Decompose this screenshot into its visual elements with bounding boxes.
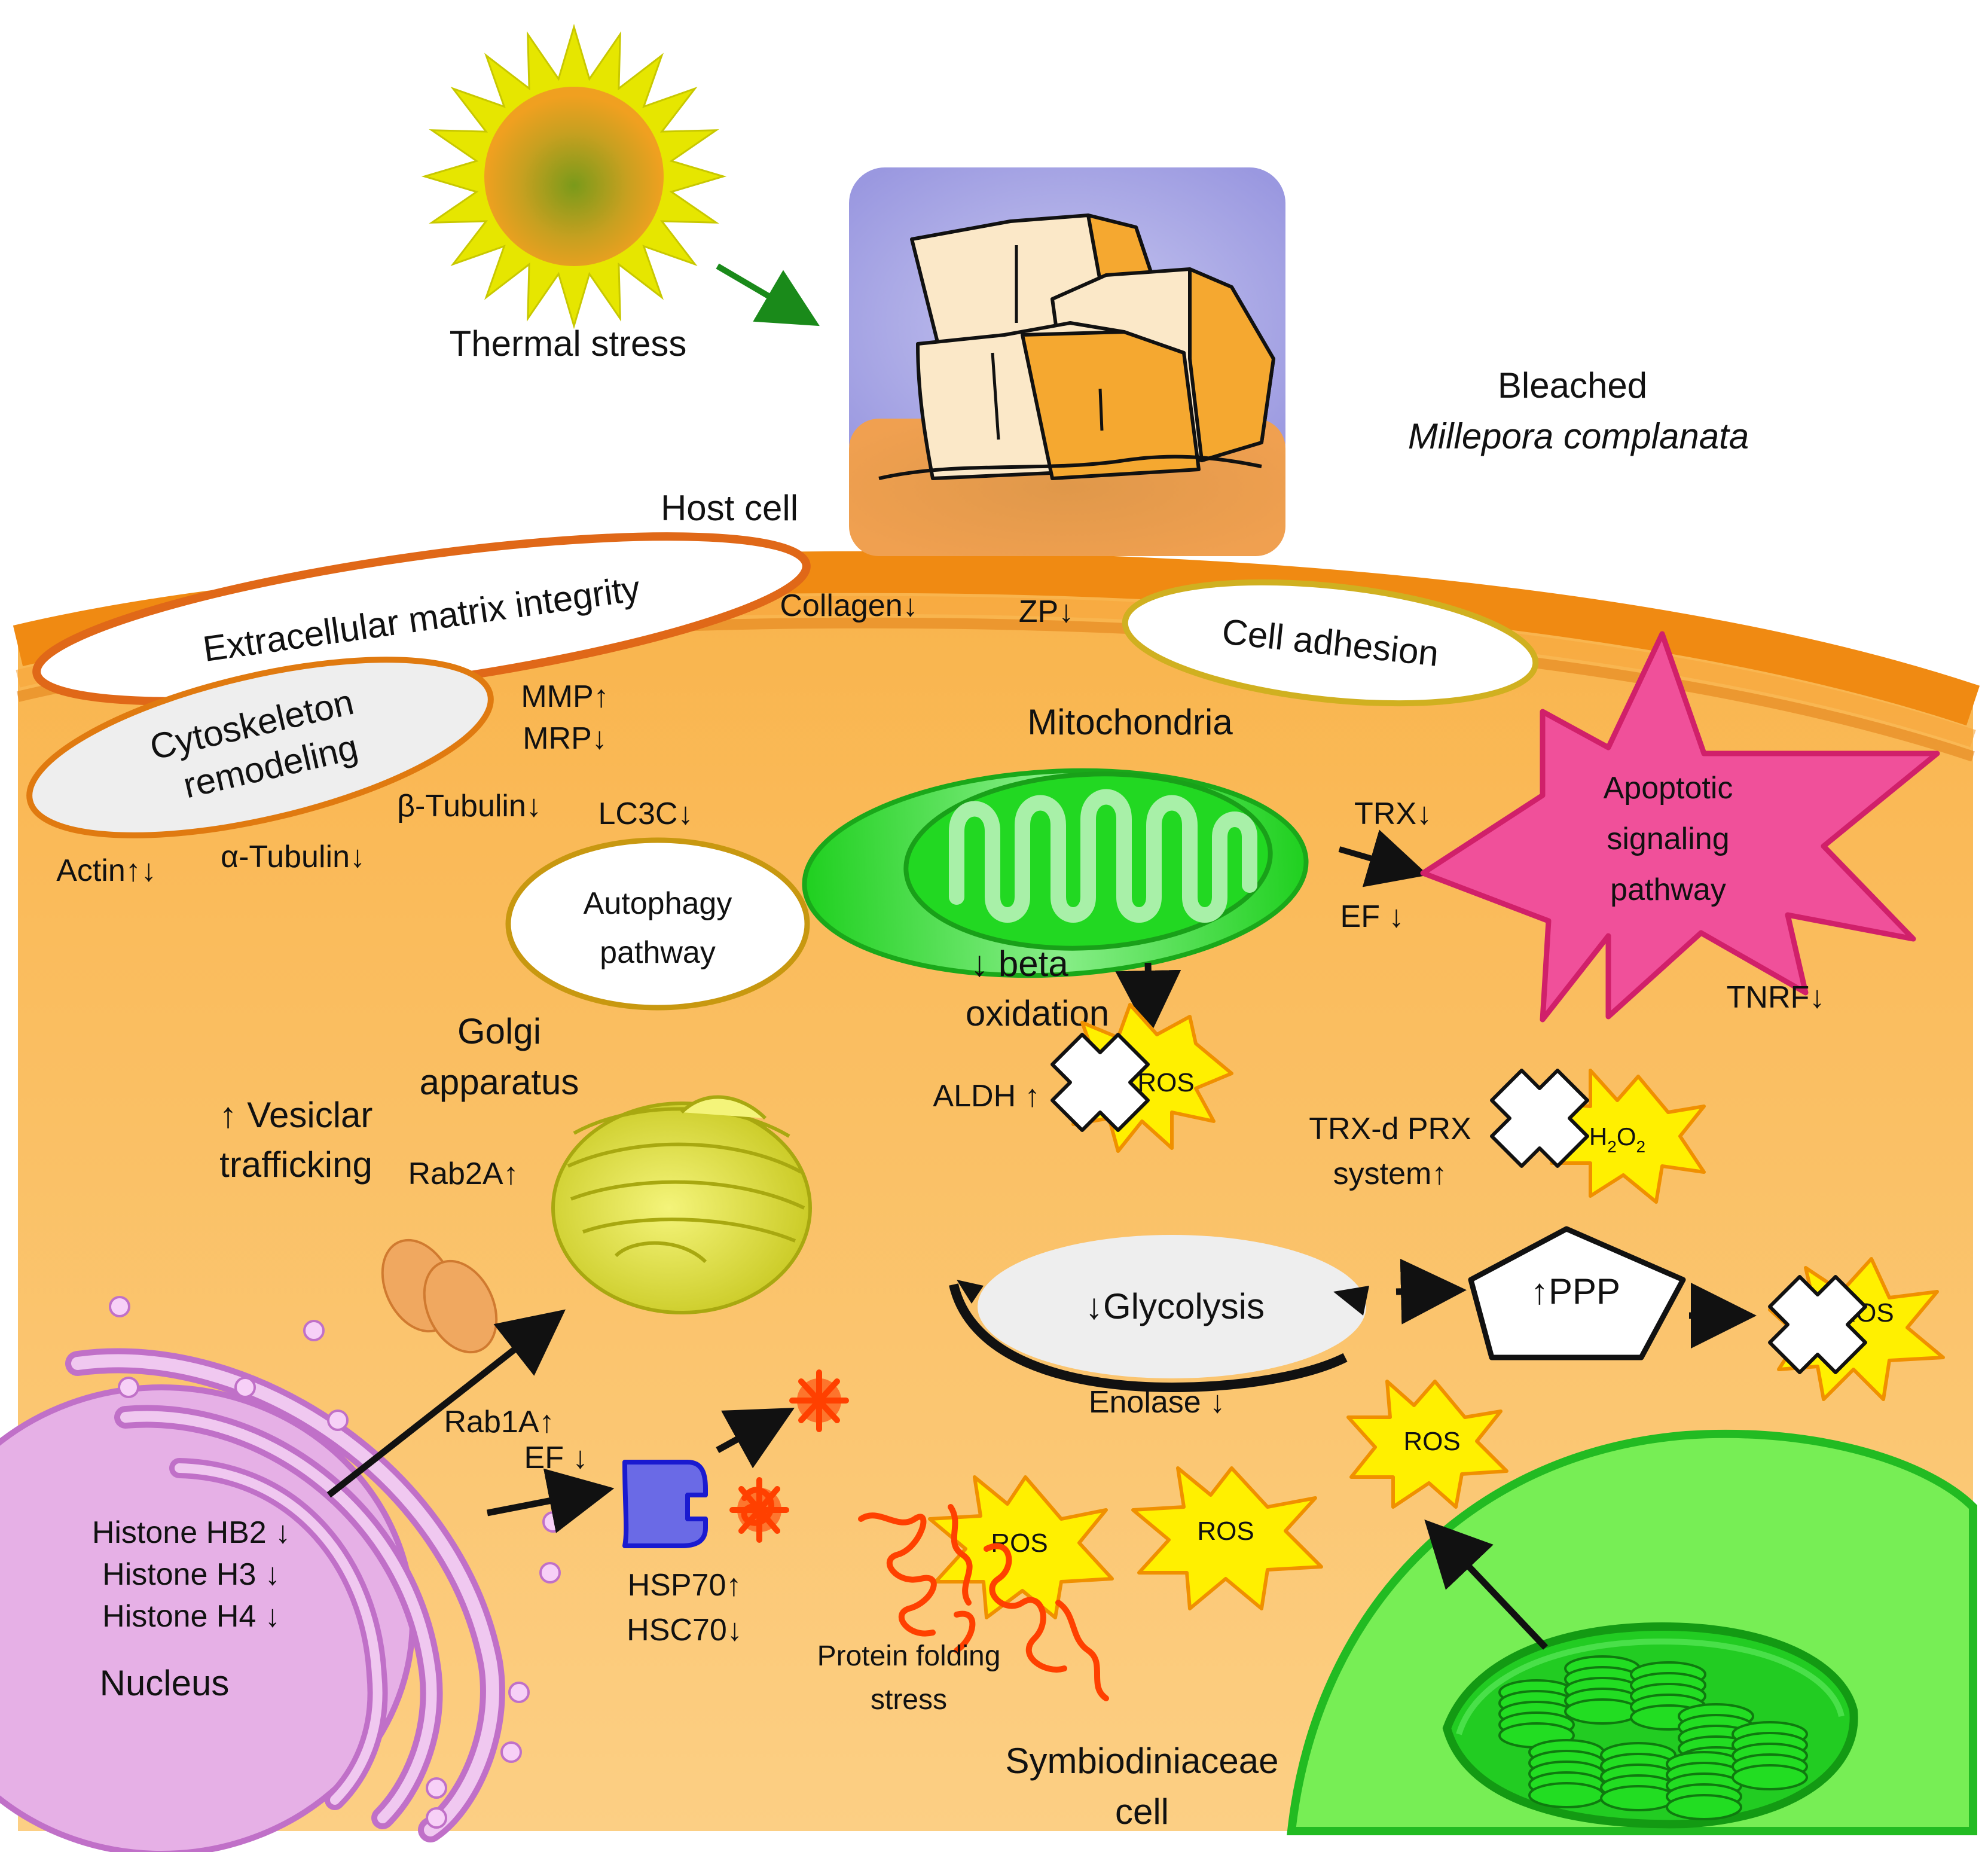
actin-label: Actin↑↓ [56,853,157,888]
nucleus-label: Nucleus [100,1663,230,1703]
ros-label-upper: ROS [1403,1427,1460,1456]
autophagy-oval: Autophagy pathway [505,837,810,1011]
vesicles [381,1238,498,1354]
collagen-label: Collagen↓ [780,588,918,623]
ros-label-lower: ROS [991,1528,1048,1558]
cross-icon [1490,1069,1589,1168]
beta-tubulin-label: β-Tubulin↓ [397,789,542,823]
thermal-stress-label: Thermal stress [450,324,687,364]
h2o2-label: H2O2 [1589,1122,1645,1156]
ros-burst-lower: ROS [928,1475,1114,1619]
apoptotic-label-3: pathway [1610,872,1726,907]
mmp-label: MMP↑ [521,679,609,714]
tnrf-label: TNRF↓ [1727,980,1825,1015]
er-to-hsp70-arrow [486,1468,615,1533]
glycolysis-cycle: ↓Glycolysis [949,1235,1369,1393]
h2o2-burst: H2O2 [1547,1069,1706,1204]
ef-er-label: EF ↓ [524,1441,588,1475]
ef-mito-label: EF ↓ [1340,899,1404,934]
protein-folding-label-2: stress [871,1684,947,1716]
trx-to-apoptosis-arrow [1338,829,1428,887]
misfolded-protein [789,1369,849,1432]
lc3c-label: LC3C↓ [598,797,694,831]
autophagy-label-1: Autophagy [584,886,732,921]
cytoskeleton-oval: Cytoskeleton remodeling [26,657,494,838]
aldh-label: ALDH ↑ [933,1079,1040,1113]
unfolded-proteins [858,1504,1109,1701]
thermal-stress-arrow [716,263,820,327]
zp-label: ZP↓ [1019,594,1074,629]
cell-adhesion-oval: Cell adhesion [1122,579,1539,707]
ros-burst-upper: ROS [1346,1380,1508,1509]
ros-label-middle: ROS [1197,1517,1254,1546]
hsp70-chaperone [622,1460,708,1548]
mitochondrion [802,768,1309,978]
hsp70-label: HSP70↑ [628,1568,742,1603]
ros-burst-middle: ROS [1131,1466,1323,1610]
misfolded-protein [729,1477,789,1543]
thylakoid-stacks [1498,1655,1808,1820]
rab2a-label: Rab2A↑ [408,1157,519,1191]
rab1a-label: Rab1A↑ [444,1405,555,1439]
thylakoid-disc [1666,1794,1742,1820]
ppp-pentagon: ↑PPP [1468,1226,1686,1360]
apoptotic-label-1: Apoptotic [1604,771,1733,806]
cross-icon [1051,1033,1150,1132]
sun-icon [421,23,727,329]
apoptotic-signaling-burst: Apoptotic signaling pathway [1420,631,1940,1023]
symbiodiniaceae-label-2: cell [1115,1792,1169,1832]
vesicular-label-1: ↑ Vesiclar [219,1095,373,1135]
histone-h3-label: Histone H3 ↓ [102,1557,280,1592]
beta-oxidation-arrow [1115,962,1181,1036]
trx-prx-label-1: TRX-d PRX [1309,1112,1471,1146]
histone-hb2-label: Histone HB2 ↓ [92,1515,291,1550]
glycolysis-label: ↓Glycolysis [1085,1286,1265,1326]
thylakoid-disc [1564,1698,1641,1725]
thylakoid-disc [1732,1764,1808,1790]
protein-folding-label-1: Protein folding [817,1640,1001,1672]
enolase-label: Enolase ↓ [1089,1385,1225,1420]
mitochondria-label: Mitochondria [1027,702,1233,742]
species-name-label: Millepora complanata [1408,416,1749,456]
er-to-golgi-arrow [326,1309,566,1498]
mrp-label: MRP↓ [523,721,607,756]
glycolysis-to-ppp-arrow [1395,1258,1467,1325]
host-cell-label: Host cell [661,488,798,528]
golgi-apparatus [551,1095,812,1314]
coral-illustration [849,167,1285,556]
cross-icon [1768,1275,1867,1374]
alpha-tubulin-label: α-Tubulin↓ [221,840,365,874]
histone-h4-label: Histone H4 ↓ [102,1599,280,1634]
autophagy-label-2: pathway [600,935,716,970]
ros-label-aldh: ROS [1137,1068,1194,1097]
beta-oxidation-label-1: ↓ beta [970,944,1068,984]
chloroplast-ros-arrow [1424,1520,1548,1650]
hsc70-label: HSC70↓ [627,1613,743,1647]
thylakoid-disc [1528,1782,1605,1808]
vesicular-label-2: trafficking [219,1145,372,1185]
ppp-label: ↑PPP [1531,1271,1620,1311]
trx-prx-label-2: system↑ [1333,1157,1448,1191]
refolding-arrow [716,1408,795,1469]
endoplasmic-reticulum [65,1348,505,1842]
golgi-label-2: apparatus [420,1062,579,1102]
symbiodiniaceae-label-1: Symbiodiniaceae [1006,1741,1279,1781]
golgi-label-1: Golgi [457,1011,541,1051]
trx-label: TRX↓ [1354,797,1432,831]
bleached-label: Bleached [1498,365,1647,405]
apoptotic-label-2: signaling [1607,822,1729,856]
thylakoid-disc [1600,1785,1676,1811]
